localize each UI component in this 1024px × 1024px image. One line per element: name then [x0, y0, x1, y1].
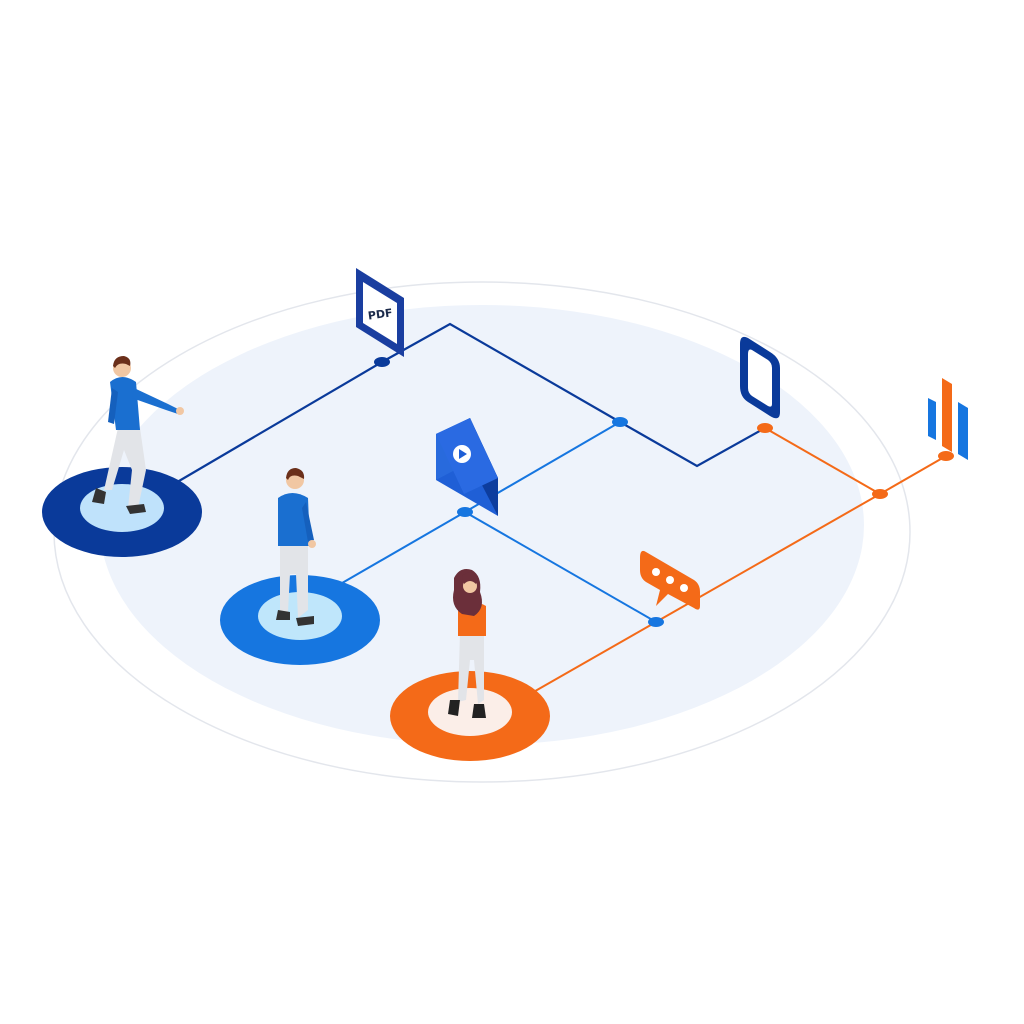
woman-orange-ring [448, 569, 486, 718]
ring-dark-blue [42, 467, 202, 557]
man-dark-blue-ring [92, 356, 184, 514]
bar-chart-icon [928, 378, 968, 460]
pdf-document-icon: PDF [356, 268, 404, 357]
pdf-label: PDF [367, 306, 393, 322]
man-blue-ring [276, 468, 316, 626]
chat-bubble-icon [640, 550, 700, 610]
video-play-icon [436, 418, 498, 516]
orange-connections [529, 427, 947, 695]
dark-blue-connections [149, 322, 766, 499]
tablet-device-icon [740, 336, 780, 419]
ring-orange [390, 671, 550, 761]
connection-nodes [374, 357, 954, 627]
